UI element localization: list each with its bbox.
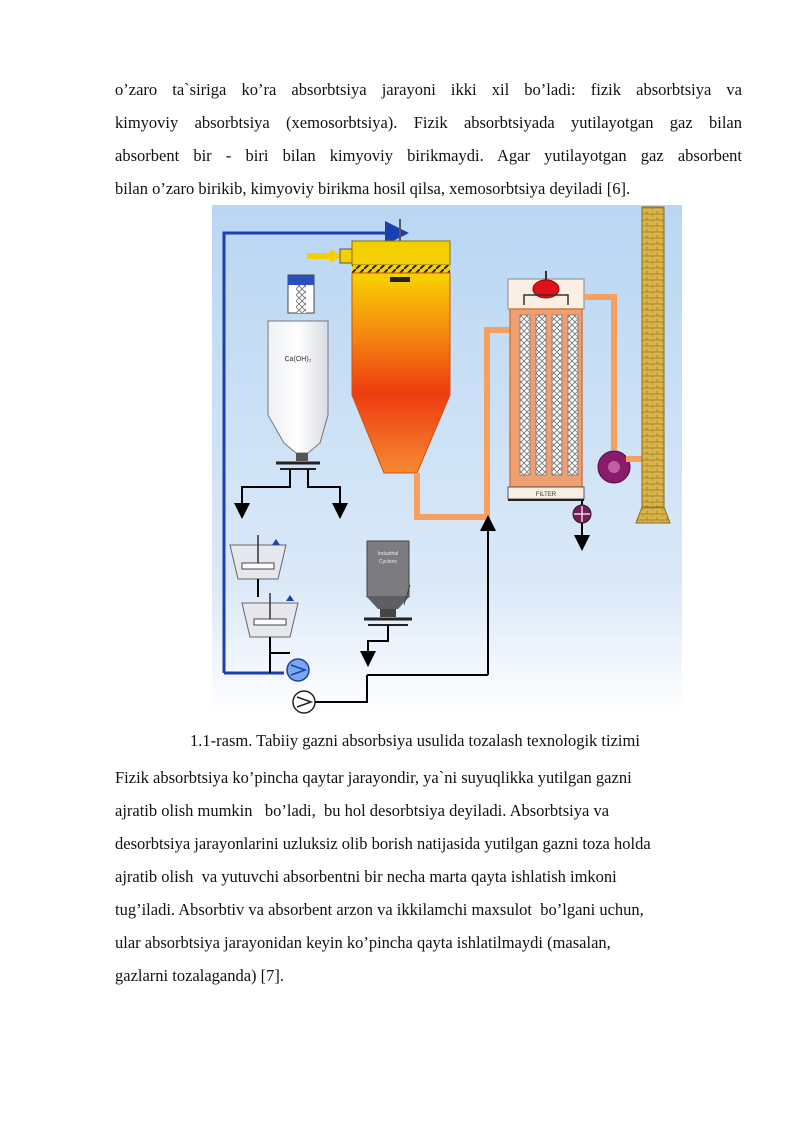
- feed-line-right: [307, 469, 348, 519]
- filter-bag: [535, 314, 547, 476]
- text-line: Fizik absorbtsiya ko’pincha qaytar jaray…: [115, 768, 632, 787]
- gas-inlet-nozzle: [339, 248, 353, 264]
- filter-bag: [551, 314, 563, 476]
- water-inlet-icon: [286, 595, 294, 601]
- process-diagram-figure: FILTER Ca(OH)₂: [212, 205, 682, 715]
- reactor-hazard-band: [352, 265, 450, 273]
- water-inlet-icon: [272, 539, 280, 545]
- hopper-label-2: Cyclone: [379, 559, 397, 565]
- product-hopper: [366, 540, 410, 598]
- text-line: absorbent bir - biri bilan kimyoviy biri…: [115, 146, 742, 165]
- product-discharge: [360, 625, 389, 667]
- silo-label: Ca(OH)₂: [285, 356, 312, 363]
- text-line: ajratib olish va yutuvchi absorbentni bi…: [115, 867, 617, 886]
- silo-feeder-screw: [296, 285, 306, 313]
- silo-outlet: [296, 453, 308, 461]
- slaker-mixer: [241, 562, 275, 570]
- filter-bag: [519, 314, 531, 476]
- text-line: ular absorbtsiya jarayonidan keyin ko’pi…: [115, 933, 611, 952]
- gas-inlet-arrowhead: [330, 249, 342, 263]
- top-paragraph: o’zaro ta`siriga ko’ra absorbtsiya jaray…: [115, 73, 742, 205]
- water-pump-arrow: [296, 696, 314, 708]
- process-diagram: FILTER Ca(OH)₂: [212, 205, 682, 715]
- silo-feeder-cap: [288, 275, 314, 285]
- feed-line-left: [234, 469, 291, 519]
- product-hopper-cone: [367, 597, 409, 609]
- filter-bag: [567, 314, 579, 476]
- filter-manifold: [523, 294, 569, 305]
- text-line: ajratib olish mumkin bo’ladi, bu hol des…: [115, 801, 610, 820]
- text-line: o’zaro ta`siriga ko’ra absorbtsiya jaray…: [115, 80, 742, 99]
- reactor-top: [351, 240, 451, 266]
- product-hopper-outlet: [380, 609, 396, 617]
- text-line: tug’iladi. Absorbtiv va absorbent arzon …: [115, 900, 644, 919]
- text-line: bilan o’zaro birikib, kimyoviy birikma h…: [115, 179, 631, 198]
- reactor-nozzle: [390, 277, 410, 282]
- text-line: kimyoviy absorbtsiya (xemosorbtsiya). Fi…: [115, 113, 742, 132]
- hopper-label-1: Industrial: [378, 551, 398, 557]
- filter-label: FILTER: [536, 492, 557, 498]
- text-line: gazlarni tozalaganda) [7].: [115, 966, 285, 985]
- slurry-pump-icon: [286, 658, 310, 682]
- slurry-mixer: [253, 618, 287, 626]
- exhaust-fan-hub: [608, 461, 620, 473]
- recycle-pipe: [222, 221, 409, 673]
- rotary-valve-cross: [574, 506, 590, 522]
- figure-caption: 1.1-rasm. Tabiiy gazni absorbsiya usulid…: [190, 731, 640, 750]
- hopper-leader: [403, 584, 411, 606]
- slurry-pump-arrow: [290, 664, 308, 676]
- chimney-base: [635, 506, 671, 524]
- bottom-paragraph: Fizik absorbtsiya ko’pincha qaytar jaray…: [115, 761, 755, 992]
- water-line: [315, 675, 368, 703]
- clean-gas-pipe: [584, 294, 617, 450]
- text-line: desorbtsiya jarayonlarini uzluksiz olib …: [115, 834, 651, 853]
- chimney-stack: [641, 206, 665, 508]
